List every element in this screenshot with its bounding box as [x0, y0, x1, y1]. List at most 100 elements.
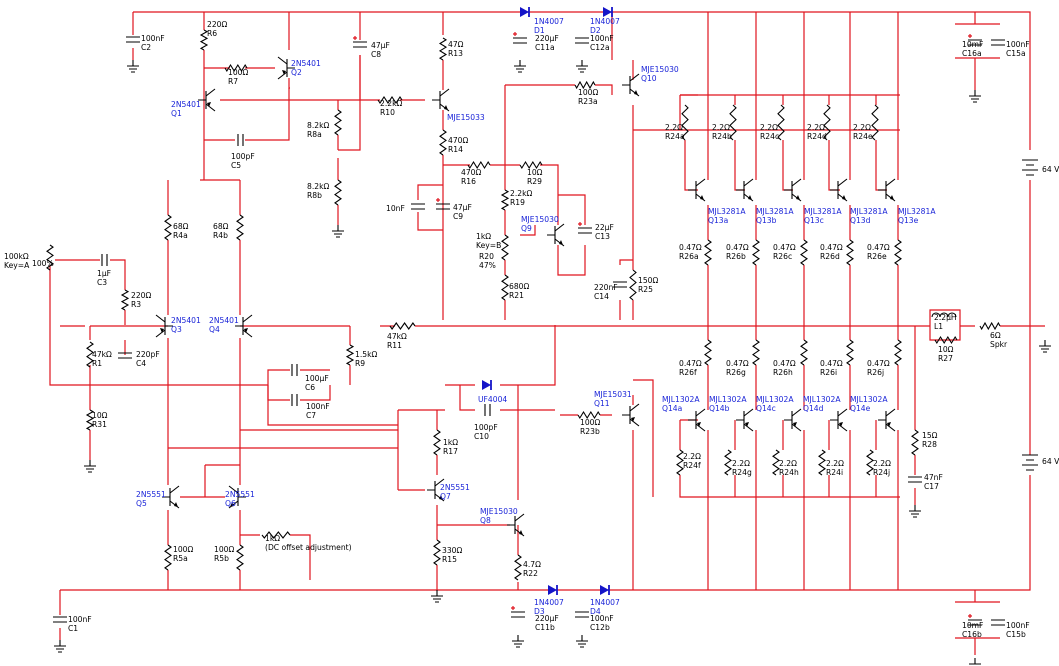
- r8b-value-label: 8.2kΩ: [307, 182, 329, 191]
- q14a-value-label: MJL1302A: [662, 395, 700, 404]
- q13b-ref-label: Q13b: [756, 216, 777, 225]
- c15b-symbol: [991, 619, 1005, 626]
- r26j-value-label: 0.47Ω: [867, 359, 890, 368]
- r26-upper-3-symbol: [846, 239, 854, 266]
- v2-value-label: 64 V: [1042, 457, 1059, 466]
- c15a-value-label: 100nF: [1006, 40, 1030, 49]
- r13-value-label: 47Ω: [448, 40, 464, 49]
- c10-value-label: 100pF: [474, 423, 498, 432]
- r24c-value-label: 2.2Ω: [760, 123, 778, 132]
- q9-ref-label: Q9: [521, 224, 532, 233]
- q1-ref-label: Q1: [171, 109, 182, 118]
- r10-value-label: 2.2kΩ: [380, 99, 402, 108]
- q10-transistor: [622, 73, 640, 97]
- c15b-ref-label: C15b: [1006, 630, 1026, 639]
- pot-value-label: 100kΩ: [4, 252, 29, 261]
- c12a-symbol: [575, 37, 589, 44]
- c4-symbol: [118, 352, 132, 359]
- r11-symbol: [389, 322, 416, 330]
- c3-value-label: 1μF: [97, 269, 111, 278]
- r24i-ref-label: R24i: [826, 468, 843, 477]
- r26f-value-label: 0.47Ω: [679, 359, 702, 368]
- r26j-ref-label: R26j: [867, 368, 884, 377]
- q11-value-label: MJE15031: [594, 390, 632, 399]
- q14b-ref-label: Q14b: [709, 404, 730, 413]
- c12b-ref-label: C12b: [590, 623, 610, 632]
- c16b-value-label: 10mF: [962, 621, 983, 630]
- r26i-value-label: 0.47Ω: [820, 359, 843, 368]
- ground-r15: [431, 590, 443, 603]
- r4b-symbol: [236, 214, 244, 241]
- r24b-ref-label: R24b: [712, 132, 732, 141]
- r24i-value-label: 2.2Ω: [826, 459, 844, 468]
- r19-symbol: [500, 189, 510, 211]
- q13-transistor-1: [736, 178, 754, 202]
- r26i-ref-label: R26i: [820, 368, 837, 377]
- c1-value-label: 100nF: [68, 615, 92, 624]
- r28-symbol: [911, 429, 919, 456]
- d3-diode: [548, 585, 558, 595]
- r26b-value-label: 0.47Ω: [726, 243, 749, 252]
- r8a-ref-label: R8a: [307, 130, 322, 139]
- dcoff-ref-label: (DC offset adjustment): [265, 543, 352, 552]
- r23b-ref-label: R23b: [580, 427, 600, 436]
- q14e-ref-label: Q14e: [850, 404, 871, 413]
- r13-symbol: [438, 37, 448, 61]
- r24-upper-2-symbol: [777, 104, 785, 141]
- wires: [49, 11, 1045, 655]
- c7-symbol: [291, 394, 298, 406]
- r22-value-label: 4.7Ω: [523, 560, 541, 569]
- r24j-value-label: 2.2Ω: [873, 459, 891, 468]
- r20-value-label: 1kΩ: [476, 232, 491, 241]
- q13e-ref-label: Q13e: [898, 216, 919, 225]
- v1-value-label: 64 V: [1042, 165, 1059, 174]
- l1-ref-label: L1: [934, 322, 943, 331]
- q7-transistor: [427, 478, 445, 502]
- r5a-value-label: 100Ω: [173, 545, 193, 554]
- r14-symbol: [439, 129, 447, 156]
- c3-symbol: [101, 254, 108, 266]
- r24h-value-label: 2.2Ω: [779, 459, 797, 468]
- r20-symbol: [501, 234, 509, 261]
- c12a-value-label: 100nF: [590, 34, 614, 43]
- r21-symbol: [501, 274, 509, 301]
- ground-c12a: [576, 60, 588, 73]
- dcoff-value-label: 1kΩ: [265, 534, 280, 543]
- r27-ref-label: R27: [938, 354, 953, 363]
- q14a-ref-label: Q14a: [662, 404, 682, 413]
- q7-ref-label: Q7: [440, 492, 451, 501]
- pot-symbol: [46, 244, 54, 271]
- r24j-ref-label: R24j: [873, 468, 890, 477]
- r25-value-label: 150Ω: [638, 276, 658, 285]
- r19-value-label: 2.2kΩ: [510, 189, 532, 198]
- r6-symbol: [199, 29, 209, 51]
- q1-transistor: [198, 88, 216, 112]
- c1-symbol: [53, 616, 67, 623]
- r24d-value-label: 2.2Ω: [807, 123, 825, 132]
- r24g-ref-label: R24g: [732, 468, 752, 477]
- q3-transistor: [155, 314, 173, 338]
- r20-ref-label: Key=B: [476, 241, 501, 250]
- r31-ref-label: R31: [92, 420, 107, 429]
- ground-c2: [127, 60, 139, 73]
- c15b-value-label: 100nF: [1006, 621, 1030, 630]
- c17-ref-label: C17: [924, 482, 939, 491]
- c10-ref-label: C10: [474, 432, 489, 441]
- q11-ref-label: Q11: [594, 399, 610, 408]
- q6-ref-label: Q6: [225, 499, 236, 508]
- pot_pct-value-label: 100%: [32, 259, 54, 268]
- r24e-value-label: 2.2Ω: [853, 123, 871, 132]
- r10-ref-label: R10: [380, 108, 395, 117]
- c11b-ref-label: C11b: [535, 623, 555, 632]
- c14-value-label: 220nF: [594, 283, 618, 292]
- battery-lower: [1022, 454, 1038, 471]
- c11a-ref-label: C11a: [535, 43, 555, 52]
- r22-symbol: [514, 554, 522, 581]
- r5b-symbol: [236, 544, 244, 571]
- r24e-ref-label: R24e: [853, 132, 873, 141]
- r14-ref-label: R14: [448, 145, 463, 154]
- r26-upper-2-symbol: [800, 239, 808, 266]
- q13-transistor-4: [878, 178, 896, 202]
- c11b-value-label: 220μF: [535, 614, 559, 623]
- r24f-value-label: 2.2Ω: [683, 452, 701, 461]
